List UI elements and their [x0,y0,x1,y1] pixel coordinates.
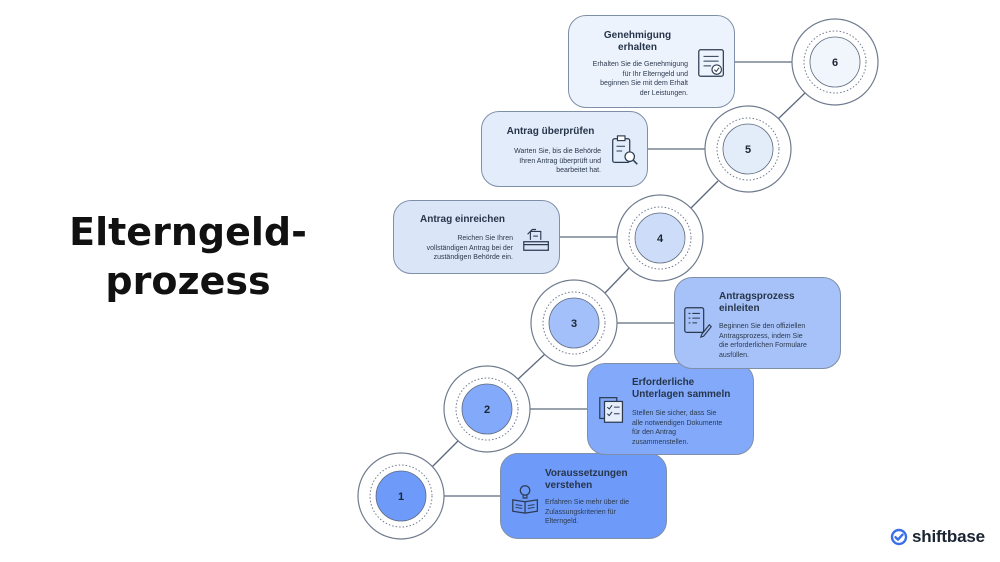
step-description-line: für den Antrag [632,429,676,436]
step-circle-4: 4 [616,194,704,282]
step-link-line [689,180,719,210]
step-title-line: einleiten [719,303,760,314]
dotted-ring [542,291,606,355]
dotted-ring [455,377,519,441]
shiftbase-check-icon [890,528,908,546]
step-description: Stellen Sie sicher, dass Sie alle notwend… [632,409,722,447]
step-description-line: Erfahren Sie mehr über die [545,499,630,506]
step-circle-2: 2 [443,365,531,453]
dotted-ring [628,206,692,270]
step-description-line: Elterngeld. [545,518,579,525]
documents-checklist-icon [599,397,624,423]
step-disc [634,212,686,264]
step-disc [461,383,513,435]
brand-name: shiftbase [912,527,985,546]
book-lightbulb-icon [512,485,538,514]
step-number: 5 [745,144,751,156]
step-description-line: ausfüllen. [719,351,749,359]
step-number: 4 [657,233,664,245]
step-disc [809,36,861,88]
step-link-line [776,91,807,121]
step-description-line: Antragsprozess, indem Sie [719,332,803,340]
step-disc [548,297,600,349]
certificate-check-icon [698,49,724,77]
clipboard-search-icon [612,135,638,165]
step-description-line: Stellen Sie sicher, dass Sie [632,410,717,417]
step-description-line: Zulassungskriterien für [545,508,616,516]
step-description-line: vollständigen Antrag bei der [426,244,513,252]
step-description-line: zusammenstellen. [632,438,689,446]
step-title-line: Unterlagen sammeln [632,389,731,400]
step-title-line: Antragsprozess [719,291,795,302]
step-number: 3 [571,318,577,330]
step-number: 6 [832,57,838,69]
step-description-line: alle notwendigen Dokumente [632,419,723,427]
step-description-line: zuständigen Behörde ein. [433,254,513,261]
step-link-line [515,353,546,382]
dotted-ring [803,30,867,94]
step-description: Reichen Sie Ihren vollständigen Antrag be… [414,234,513,263]
dotted-ring [369,464,433,528]
title-line-2: prozess [105,259,271,303]
step-circle-5: 5 [704,105,792,193]
step-title-line: Genehmigung [603,30,672,41]
step-title-line: Antrag überprüfen [506,126,595,137]
step-description-line: der Leistungen. [639,89,688,97]
step-description-line: beginnen Sie mit dem Erhalt [600,80,688,87]
step-circle-3: 3 [530,279,618,367]
step-disc [722,123,774,175]
step-number: 2 [484,404,490,416]
step-link-line [603,265,632,295]
step-disc [375,470,427,522]
step-number: 1 [398,491,404,503]
step-description-line: Warten Sie, bis die Behörde [514,148,601,155]
step-title: Antrag einreichen [414,214,511,226]
step-description-line: bearbeitet hat. [556,167,601,174]
form-pen-icon [684,307,712,338]
step-title-line: Erforderliche [632,377,695,388]
brand-logo: shiftbase [890,527,985,547]
step-description-line: Reichen Sie Ihren [457,235,513,242]
step-title-line: Antrag einreichen [419,214,506,225]
step-description-line: die erforderlichen Formulare [719,342,807,349]
title-line-1: Elterngeld- [69,210,307,254]
dotted-ring [716,117,780,181]
step-link-line [430,440,459,469]
step-description-line: Beginnen Sie den offiziellen [719,323,806,330]
step-title-line: erhalten [618,42,657,53]
step-description-line: für Ihr Elterngeld und [622,70,688,78]
submit-tray-icon [523,228,549,251]
step-description-line: Ihren Antrag überprüft und [519,157,601,165]
step-title-line: Voraussetzungen [545,468,628,479]
step-circle-6: 6 [791,18,879,106]
step-title-line: verstehen [545,480,593,491]
step-circle-1: 1 [357,452,445,540]
step-title: Antrag überprüfen [502,126,599,138]
page-title: Elterngeld- prozess [38,208,338,306]
step-description: Erhalten Sie die Genehmigung für Ihr Elte… [589,60,688,98]
step-description-line: Erhalten Sie die Genehmigung [592,61,688,68]
